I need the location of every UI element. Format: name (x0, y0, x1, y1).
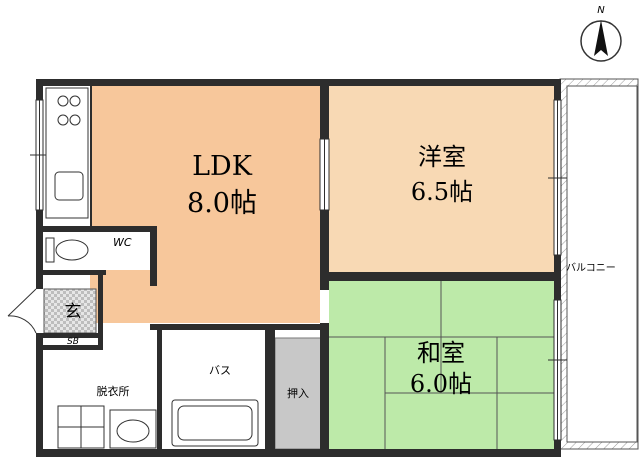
wc-label: WC (113, 236, 132, 249)
bath-label: バス (209, 364, 231, 377)
toilet (44, 232, 150, 270)
oshiire-label: 押入 (287, 386, 309, 400)
walls (36, 79, 561, 457)
washitsu-room (329, 281, 554, 449)
windows (30, 99, 567, 441)
datsuijo-label: 脱衣所 (97, 384, 130, 398)
entrance-door (7, 288, 37, 334)
washitsu-size: 6.0帖 (410, 370, 472, 398)
ldk-room (90, 86, 320, 323)
balcony-label: バルコニー (566, 262, 616, 274)
sb-label: SB (67, 337, 79, 347)
genkan-label: 玄 (65, 302, 82, 322)
ldk-size: 8.0帖 (187, 188, 257, 219)
yoshitsu-size: 6.5帖 (411, 178, 473, 206)
ldk-name: LDK (192, 151, 253, 182)
washbasin (109, 409, 157, 449)
balcony (559, 78, 639, 450)
yoshitsu-name: 洋室 (418, 143, 466, 171)
north-compass-icon: N (580, 5, 622, 62)
kitchen-counter (45, 87, 89, 219)
washitsu-name: 和室 (417, 339, 465, 367)
oshiire-closet (274, 337, 322, 450)
bathtub (171, 399, 259, 447)
yoshitsu-room (329, 86, 554, 272)
washing-machine (57, 405, 105, 449)
north-label: N (597, 5, 605, 16)
genkan-floor (43, 288, 97, 334)
